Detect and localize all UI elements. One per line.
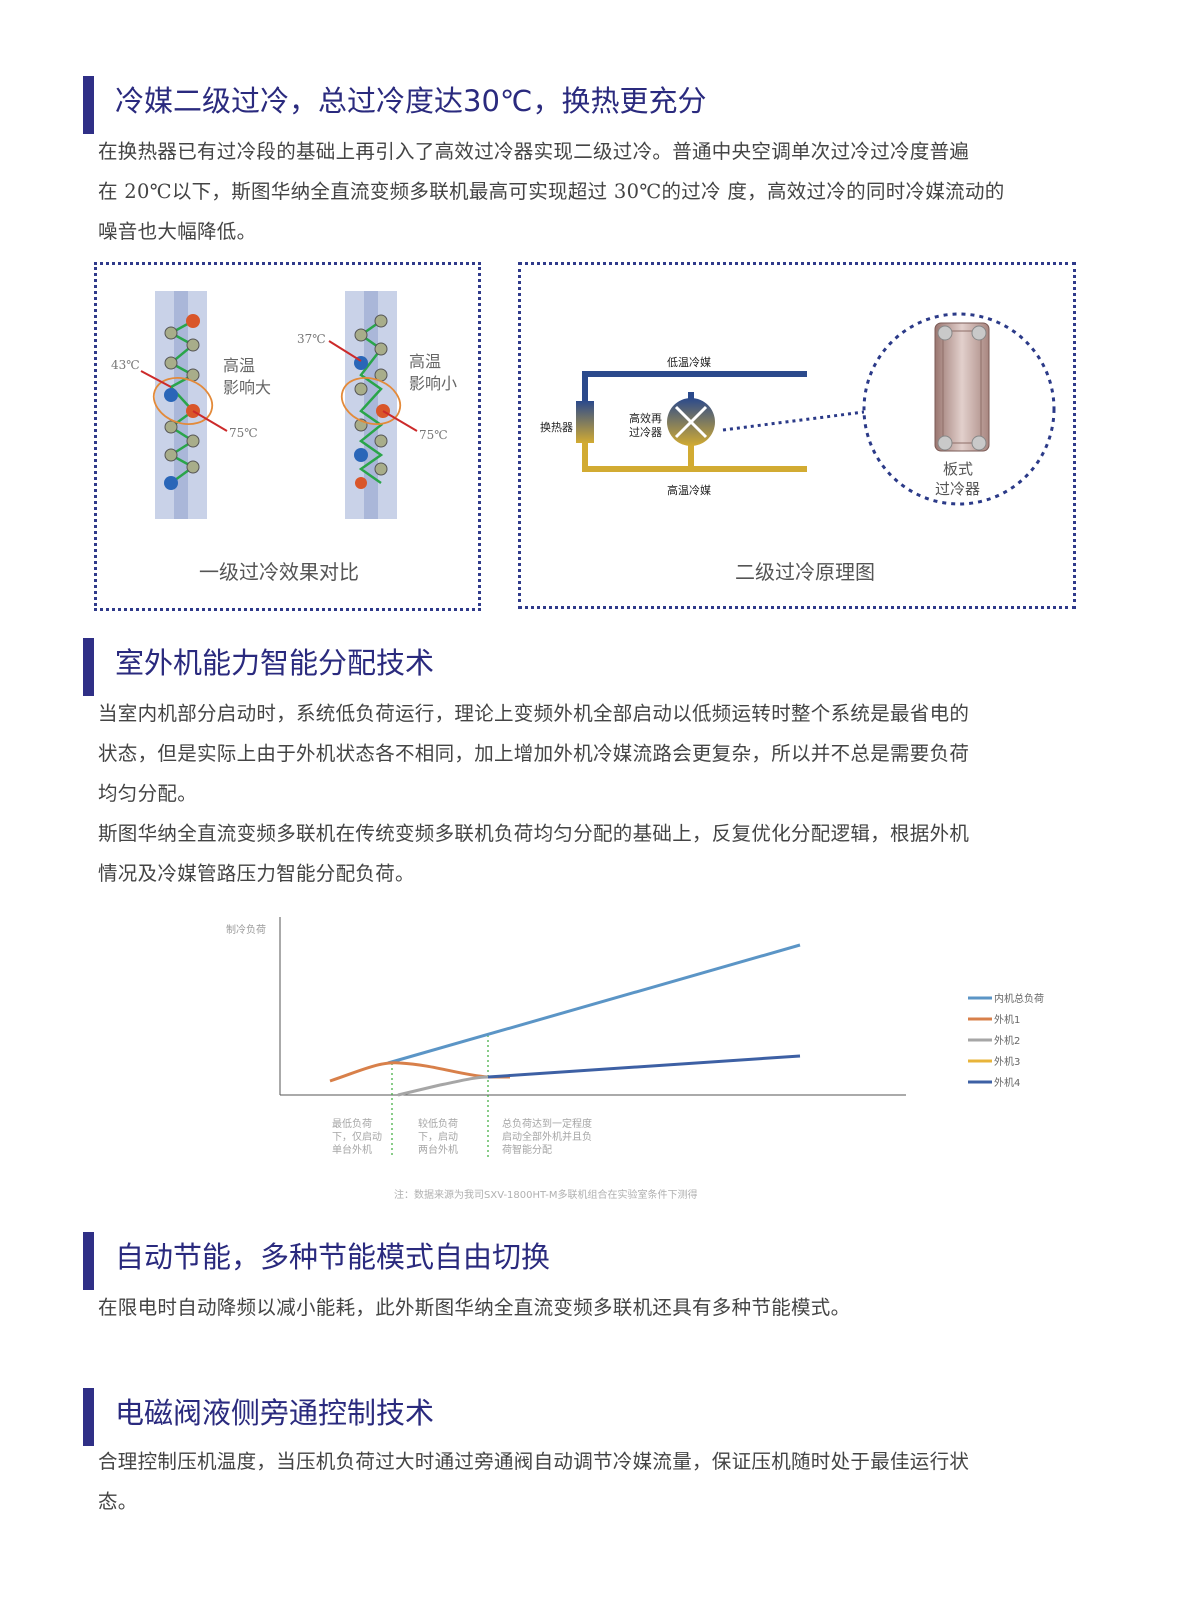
- section-paragraph: 合理控制压机温度，当压机负荷过大时通过旁通阀自动调节冷媒流量，保证压机随时处于最…: [98, 1442, 1098, 1522]
- section-paragraph: 在限电时自动降频以减小能耗，此外斯图华纳全直流变频多联机还具有多种节能模式。: [98, 1288, 1098, 1328]
- paragraph-line: 状态，但是实际上由于外机状态各不相同，加上增加外机冷媒流路会更复杂，所以并不总是…: [98, 742, 970, 765]
- y-axis-label: 制冷负荷: [226, 923, 266, 936]
- legend-label: 外机4: [994, 1076, 1020, 1089]
- paragraph-line: 斯图华纳全直流变频多联机在传统变频多联机负荷均匀分配的基础上，反复优化分配逻辑，…: [98, 822, 970, 845]
- legend-item: 外机3: [968, 1055, 1020, 1068]
- chart-note: 注：数据来源为我司SXV-1800HT-M多联机组合在实验室条件下测得: [394, 1188, 697, 1201]
- legend-item: 内机总负荷: [968, 992, 1044, 1005]
- paragraph-line: 合理控制压机温度，当压机负荷过大时通过旁通阀自动调节冷媒流量，保证压机随时处于最…: [98, 1450, 970, 1473]
- figure-secondary-subcooling-principle: 低温冷媒 高温冷媒 换热器 高效再 过冷器 板式 过冷器 二级过冷原理图: [518, 262, 1076, 609]
- figure-subcooling-comparison: 43℃ 75℃ 高温 影响大 37℃ 75℃ 高温 影响小 一级过冷效果对比: [94, 262, 481, 611]
- subcooling-comparison-diagram: 43℃ 75℃ 高温 影响大 37℃ 75℃ 高温 影响小: [111, 291, 457, 519]
- legend-label: 内机总负荷: [994, 992, 1044, 1005]
- paragraph-line: 情况及冷媒管路压力智能分配负荷。: [98, 862, 415, 885]
- section-title: 自动节能，多种节能模式自由切换: [115, 1240, 551, 1274]
- svg-text:总负荷达到一定程度: 总负荷达到一定程度: [502, 1117, 592, 1130]
- legend-label: 外机3: [994, 1055, 1020, 1068]
- section-title: 室外机能力智能分配技术: [115, 646, 435, 680]
- chart-legend: 内机总负荷 外机1 外机2 外机3 外机4: [968, 992, 1044, 1089]
- molecule-chain-left: [164, 314, 200, 490]
- series-line-outdoor-unit-4: [487, 1054, 801, 1079]
- heading-accent-bar: [83, 1388, 94, 1446]
- legend-item: 外机4: [968, 1076, 1020, 1089]
- section-title: 电磁阀液侧旁通控制技术: [115, 1396, 435, 1430]
- svg-text:荷智能分配: 荷智能分配: [502, 1143, 552, 1156]
- legend-item: 外机2: [968, 1034, 1020, 1047]
- series-line-outdoor-unit-2: [397, 1075, 489, 1097]
- heading-accent-bar: [83, 638, 94, 696]
- svg-text:下，启动: 下，启动: [418, 1130, 458, 1143]
- paragraph-line: 态。: [98, 1490, 138, 1513]
- phase-annotation: 较低负荷 下，启动 两台外机: [418, 1117, 458, 1156]
- figure-caption: 一级过冷效果对比: [199, 560, 359, 584]
- label-high-temp-refrigerant: 高温冷媒: [667, 483, 711, 497]
- legend-item: 外机1: [968, 1013, 1020, 1026]
- svg-text:较低负荷: 较低负荷: [418, 1117, 458, 1130]
- phase-annotation: 总负荷达到一定程度 启动全部外机并且负 荷智能分配: [502, 1117, 592, 1156]
- label-plate-line2: 过冷器: [935, 480, 980, 498]
- temp-label-left-in: 43℃: [111, 358, 140, 372]
- label-plate-line1: 板式: [943, 460, 973, 478]
- molecule-chain-right: [354, 314, 390, 489]
- paragraph-line: 在限电时自动降频以减小能耗，此外斯图华纳全直流变频多联机还具有多种节能模式。: [98, 1296, 851, 1319]
- effect-label-right-line1: 高温: [409, 352, 441, 371]
- svg-text:单台外机: 单台外机: [332, 1143, 372, 1156]
- svg-text:两台外机: 两台外机: [418, 1143, 458, 1156]
- temp-label-right-out: 75℃: [419, 428, 448, 442]
- section-paragraph: 当室内机部分启动时，系统低负荷运行，理论上变频外机全部启动以低频运转时整个系统是…: [98, 694, 1098, 894]
- label-subcooler-line1: 高效再: [629, 411, 662, 425]
- label-subcooler-line2: 过冷器: [629, 426, 662, 439]
- phase-annotation: 最低负荷 下，仅启动 单台外机: [332, 1117, 382, 1156]
- high-temp-pipe: [582, 441, 807, 472]
- heat-exchanger-block: [576, 401, 594, 443]
- highlight-ellipse-right: [340, 377, 402, 425]
- effect-label-right-line2: 影响小: [409, 374, 457, 393]
- legend-label: 外机1: [994, 1013, 1020, 1026]
- temp-label-left-out: 75℃: [229, 426, 258, 440]
- paragraph-line: 在 20℃以下，斯图华纳全直流变频多联机最高可实现超过 30℃的过冷 度，高效过…: [98, 180, 1005, 203]
- figure-caption: 二级过冷原理图: [735, 560, 875, 584]
- heading-accent-bar: [83, 76, 94, 134]
- svg-text:最低负荷: 最低负荷: [332, 1117, 372, 1130]
- low-temp-pipe: [582, 371, 807, 403]
- section-paragraph: 在换热器已有过冷段的基础上再引入了高效过冷器实现二级过冷。普通中央空调单次过冷过…: [98, 132, 1098, 252]
- section-title: 冷媒二级过冷，总过冷度达30℃，换热更充分: [115, 84, 707, 118]
- temp-label-right-in: 37℃: [297, 332, 326, 346]
- load-distribution-chart: 制冷负荷 内机总负荷 外机1 外机2 外机3 外机4 最低负荷 下，仅启动 单台…: [226, 917, 1044, 1201]
- effect-label-left-line2: 影响大: [223, 378, 271, 397]
- highlight-ellipse-left: [152, 377, 214, 425]
- paragraph-line: 均匀分配。: [98, 782, 198, 805]
- svg-text:下，仅启动: 下，仅启动: [332, 1130, 382, 1143]
- series-line-outdoor-unit-1: [329, 1061, 510, 1083]
- svg-text:启动全部外机并且负: 启动全部外机并且负: [502, 1130, 592, 1143]
- label-low-temp-refrigerant: 低温冷媒: [667, 356, 711, 369]
- series-line-total-indoor-load: [387, 943, 801, 1065]
- paragraph-line: 当室内机部分启动时，系统低负荷运行，理论上变频外机全部启动以低频运转时整个系统是…: [98, 702, 970, 725]
- effect-label-left-line1: 高温: [223, 356, 255, 375]
- paragraph-line: 噪音也大幅降低。: [98, 220, 257, 243]
- heading-accent-bar: [83, 1232, 94, 1290]
- secondary-subcooling-diagram: 低温冷媒 高温冷媒 换热器 高效再 过冷器 板式 过冷器: [540, 312, 1056, 506]
- zoom-connector: [722, 410, 865, 432]
- paragraph-line: 在换热器已有过冷段的基础上再引入了高效过冷器实现二级过冷。普通中央空调单次过冷过…: [98, 140, 970, 163]
- plate-subcooler-image: [934, 322, 990, 452]
- legend-label: 外机2: [994, 1034, 1020, 1047]
- label-heat-exchanger: 换热器: [540, 420, 573, 434]
